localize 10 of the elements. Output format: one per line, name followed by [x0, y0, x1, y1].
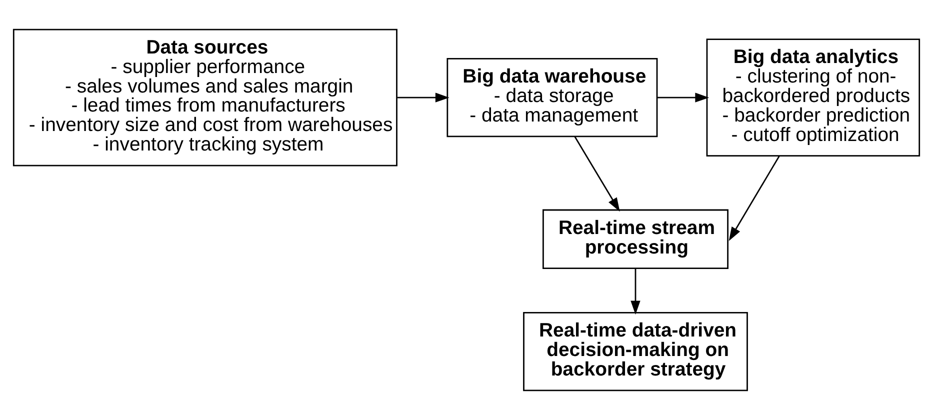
- arrow: [728, 156, 780, 241]
- arrow: [657, 92, 710, 102]
- arrow: [630, 268, 640, 315]
- node-box: Big data warehouse - data storage - data management: [446, 58, 658, 138]
- node-box: Data sources - supplier performance - sales volumes and sales margin - lead times from manufacturers - inventory size and cost from warehouses - inventory tracking system: [12, 28, 398, 166]
- arrow: [397, 92, 450, 102]
- node-box: Real-time data-driven decision-making on backorder strategy: [523, 312, 748, 392]
- node-box: Real-time stream processing: [542, 209, 728, 269]
- arrow: [574, 136, 620, 212]
- node-box: Big data analytics - clustering of non-backordered products - backorder prediction - cutoff optimization: [706, 38, 920, 157]
